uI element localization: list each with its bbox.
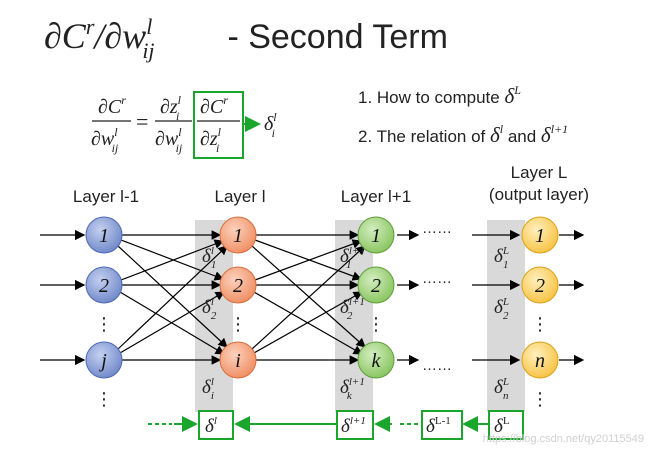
svg-text:2: 2: [99, 275, 109, 297]
svg-text:1: 1: [233, 225, 243, 247]
svg-text:∂zli: ∂zli: [200, 125, 222, 155]
node-l-minus-1-j: [85, 341, 123, 379]
delta-band-L: [487, 220, 525, 412]
node-l-minus-1-2: [85, 266, 123, 304]
node-l-1: [219, 216, 257, 254]
layer-label-l: Layer l: [214, 187, 265, 206]
svg-text:δli: δli: [264, 110, 277, 140]
svg-text:δli: δli: [202, 376, 214, 402]
node-l-i: [219, 341, 257, 379]
svg-text:=: =: [136, 109, 148, 134]
chain-box-L-minus-1: [421, 410, 463, 440]
svg-text:1: 1: [535, 225, 545, 247]
layer-L-nodes: 1 2 n: [521, 216, 559, 379]
output-input-arrows: [472, 229, 521, 366]
chain-box-L: [488, 410, 524, 440]
layer-l-nodes: 1 2 i: [219, 216, 257, 379]
svg-text:⋮: ⋮: [531, 314, 549, 334]
node-l-plus-1-2: [357, 266, 395, 304]
svg-text:- Second Term: - Second Term: [218, 18, 448, 56]
svg-text:j: j: [98, 350, 107, 372]
svg-text:δL: δL: [494, 415, 510, 437]
vertical-ellipses: ⋮ ⋮ ⋮ ⋮ ⋮ ⋮: [95, 314, 549, 409]
svg-text:……: ……: [422, 220, 452, 237]
svg-text:i: i: [235, 350, 241, 372]
layer-l-plus-1-nodes: 1 2 k: [357, 216, 395, 379]
svg-text:2: 2: [233, 275, 243, 297]
chain-box-l-plus-1: [336, 410, 374, 440]
svg-text:δl+1k: δl+1k: [340, 376, 365, 402]
svg-text:⋮: ⋮: [367, 314, 385, 334]
svg-text:n: n: [535, 350, 545, 372]
svg-text:∂Cr: ∂Cr: [98, 93, 126, 118]
connections-l-to-l-plus-1: [251, 230, 366, 365]
svg-text:δl1: δl1: [202, 245, 216, 271]
output-arrows: [397, 229, 585, 366]
node-L-1: [521, 216, 559, 254]
svg-text:⋮: ⋮: [531, 389, 549, 409]
svg-text:δL-1: δL-1: [426, 415, 451, 437]
node-L-n: [521, 341, 559, 379]
node-l-plus-1-k: [357, 341, 395, 379]
input-arrows: [40, 229, 86, 366]
svg-text:δl+12: δl+12: [340, 296, 365, 322]
horizontal-ellipses: …… …… ……: [422, 220, 452, 374]
svg-text:……: ……: [422, 270, 452, 287]
node-l-plus-1-1: [357, 216, 395, 254]
layer-l-minus-1-nodes: 1 2 j: [85, 216, 123, 379]
svg-text:∂Cr: ∂Cr: [200, 93, 228, 118]
svg-text:……: ……: [422, 357, 452, 374]
svg-text:1: 1: [371, 225, 381, 247]
svg-text:δl: δl: [205, 415, 217, 437]
svg-text:k: k: [372, 350, 382, 372]
svg-text:δL1: δL1: [494, 245, 509, 271]
svg-text:1: 1: [99, 225, 109, 247]
node-l-minus-1-1: [85, 216, 123, 254]
watermark: https://blog.csdn.net/qy20115549: [483, 433, 644, 445]
svg-text:δl+11: δl+11: [340, 245, 364, 271]
svg-text:2: 2: [371, 275, 381, 297]
connections-l-minus-1-to-l: [117, 230, 228, 365]
layer-label-l-plus-1: Layer l+1: [341, 187, 411, 206]
layer-label-output-2: (output layer): [489, 185, 589, 204]
steps-list: 1. How to compute δL 2. The relation of …: [358, 83, 568, 147]
svg-text:⋮: ⋮: [229, 314, 247, 334]
svg-text:δLn: δLn: [494, 376, 509, 402]
svg-text:⋮: ⋮: [95, 314, 113, 334]
svg-text:⋮: ⋮: [95, 389, 113, 409]
backprop-chain: δl δl+1 δL-1 δL: [148, 410, 524, 440]
layer-label-l-minus-1: Layer l-1: [73, 187, 139, 206]
layer-label-output-1: Layer L: [511, 163, 568, 182]
step-1: 1. How to compute δL: [358, 83, 521, 108]
svg-text:δL2: δL2: [494, 296, 509, 322]
svg-text:δl+1: δl+1: [341, 415, 366, 437]
svg-text:∂zli: ∂zli: [160, 93, 182, 123]
node-l-2: [219, 266, 257, 304]
svg-text:2: 2: [535, 275, 545, 297]
delta-band-l-plus-1: [335, 220, 373, 412]
step-2: 2. The relation of δl and δl+1: [358, 122, 568, 147]
chain-box-l: [198, 410, 234, 440]
svg-text:δl2: δl2: [202, 296, 217, 322]
node-L-2: [521, 266, 559, 304]
